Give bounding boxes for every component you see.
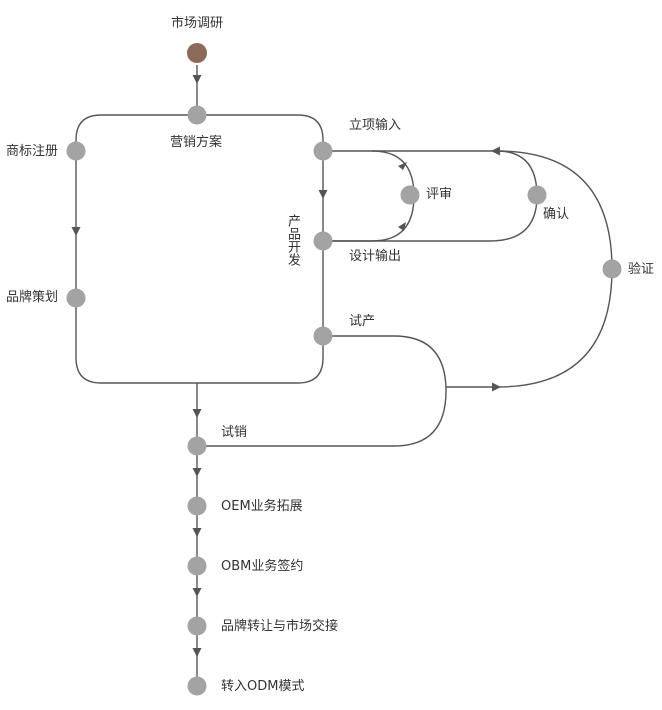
- label-odm: 转入ODM模式: [221, 679, 305, 694]
- node-review: [400, 185, 420, 205]
- label-brand-plan: 品牌策划: [6, 290, 59, 305]
- node-trial-production: [313, 326, 333, 346]
- label-oem: OEM业务拓展: [221, 499, 303, 514]
- node-verify: [602, 259, 622, 279]
- node-confirm: [527, 185, 547, 205]
- arrow-head: [491, 146, 500, 156]
- node-oem: [187, 496, 207, 516]
- node-trial-sales: [187, 436, 207, 456]
- node-project-input: [313, 141, 333, 161]
- trial-loop: [197, 335, 447, 447]
- node-obm: [187, 556, 207, 576]
- node-brand-plan: [66, 288, 86, 308]
- arrow-head: [192, 468, 202, 477]
- node-odm: [187, 676, 207, 696]
- arrow-head: [192, 75, 202, 84]
- arrow-head: [192, 588, 202, 597]
- label-obm: OBM业务签约: [221, 559, 304, 574]
- arrow-head: [192, 648, 202, 657]
- label-review: 评审: [426, 187, 453, 202]
- label-trial-sales: 试销: [221, 425, 248, 440]
- label-confirm: 确认: [543, 207, 570, 222]
- label-trademark: 商标注册: [6, 144, 59, 159]
- node-trademark: [66, 141, 86, 161]
- arrow-head: [492, 382, 501, 392]
- node-transfer: [187, 616, 207, 636]
- arrow-head: [398, 222, 406, 231]
- arrow-head: [71, 227, 81, 236]
- label-project-input: 立项输入: [349, 118, 402, 133]
- arrow-head: [192, 409, 202, 418]
- label-verify: 验证: [628, 262, 655, 277]
- node-design-output: [313, 231, 333, 251]
- arrow-head: [398, 162, 407, 170]
- arrow-head: [192, 528, 202, 537]
- start-node: [187, 43, 207, 63]
- label-trial-production: 试产: [349, 314, 376, 329]
- arrow-head: [318, 190, 328, 199]
- label-marketing-plan: 营销方案: [170, 135, 223, 150]
- verify-loop: [446, 150, 613, 388]
- main-loop: [75, 114, 324, 384]
- label-transfer: 品牌转让与市场交接: [221, 619, 339, 634]
- label-design-output: 设计输出: [349, 249, 402, 264]
- node-marketing-plan: [187, 105, 207, 125]
- label-start: 市场调研: [171, 16, 224, 31]
- label-product-dev: 产品开发: [285, 214, 300, 266]
